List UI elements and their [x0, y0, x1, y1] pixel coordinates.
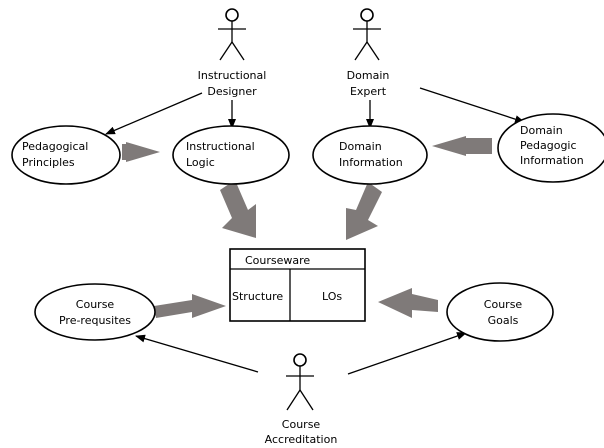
node-instructional-logic: Instructional Logic: [172, 125, 290, 185]
node-label-line2: Information: [339, 156, 403, 169]
stick-figure-icon: [286, 353, 314, 411]
fat-arrow-shaft: [464, 138, 492, 154]
node-label-line1: Domain: [520, 124, 563, 137]
courseware-box: Courseware Structure LOs: [229, 248, 366, 322]
actor-course-accreditation: Course Accreditation: [265, 353, 338, 446]
fat-arrow-principles-to-logic: [126, 142, 160, 162]
actor-label-line1: Domain: [347, 69, 390, 82]
arrow-expert-to-domain-pedagogic: [419, 87, 525, 124]
node-label-line1: Domain: [339, 140, 382, 153]
actor-label-line1: Course: [282, 418, 321, 431]
actor-label-line2: Designer: [207, 85, 257, 98]
node-label-line1: Pedagogical: [22, 140, 88, 153]
actor-label-line2: Expert: [350, 85, 387, 98]
arrow-accreditation-to-goals: [347, 332, 467, 375]
actor-domain-expert: Domain Expert: [347, 8, 390, 98]
courseware-title: Courseware: [245, 254, 310, 267]
fat-arrow-prerequisites-to-courseware: [154, 294, 226, 318]
node-domain-pedagogic-information: Domain Pedagogic Information: [497, 113, 604, 183]
fat-arrow-domain-info-to-courseware: [346, 182, 382, 240]
fat-arrow-shaft: [122, 144, 130, 160]
node-label-line1: Instructional: [186, 140, 255, 153]
courseware-structure-label: Structure: [232, 290, 283, 303]
node-label-line3: Information: [520, 154, 584, 167]
actor-label-line1: Instructional: [198, 69, 267, 82]
actor-instructional-designer: Instructional Designer: [198, 8, 267, 98]
actor-label-line2: Accreditation: [265, 433, 338, 446]
fat-arrow-goals-to-courseware: [378, 288, 438, 318]
fat-arrow-pedagogic-to-domain-info: [432, 136, 466, 156]
node-domain-information: Domain Information: [312, 125, 428, 185]
node-course-prerequisites: Course Pre-requsites: [34, 283, 156, 341]
node-pedagogical-principles: Pedagogical Principles: [11, 125, 121, 185]
arrow-designer-to-principles: [105, 92, 203, 135]
courseware-los-label: LOs: [322, 290, 342, 303]
stick-figure-icon: [218, 8, 246, 61]
stick-figure-icon: [353, 8, 381, 61]
node-label-line2: Pre-requsites: [59, 314, 131, 327]
node-label-line2: Pedagogic: [520, 139, 577, 152]
node-course-goals: Course Goals: [446, 282, 554, 342]
fat-arrow-logic-to-courseware: [220, 180, 256, 238]
node-label-line2: Goals: [488, 314, 519, 327]
node-label-line2: Principles: [22, 156, 75, 169]
node-label-line1: Course: [484, 298, 523, 311]
arrow-accreditation-to-prerequisites: [135, 334, 259, 373]
node-label-line1: Course: [76, 298, 115, 311]
node-label-line2: Logic: [186, 156, 215, 169]
